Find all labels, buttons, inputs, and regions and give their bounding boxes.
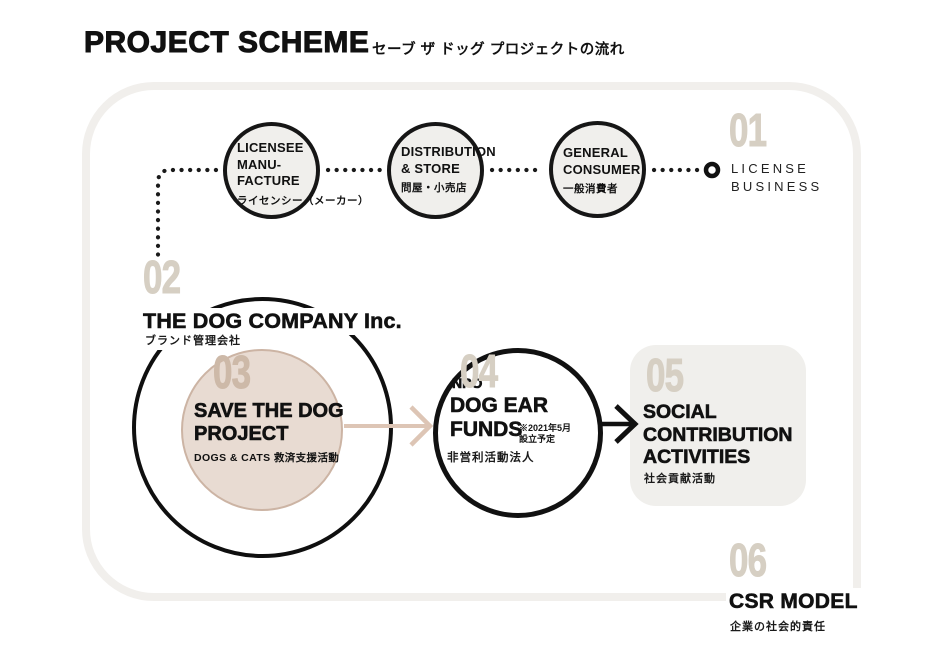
step-number-06: 06 (729, 534, 768, 586)
licensee-line2: MANU- (237, 156, 282, 172)
license-line: LICENSE (731, 161, 810, 176)
distribution-line2: & STORE (401, 160, 460, 176)
save-the-dog-project-circle: 03 SAVE THE DOG PROJECT DOGS & CATS 救済支援… (181, 346, 344, 511)
social-line3: ACTIVITIES (643, 446, 751, 469)
node-consumer-label: GENERAL CONSUMER 一般消費者 (563, 145, 640, 198)
npo-line1: DOG EAR (450, 394, 549, 418)
consumer-jp: 一般消費者 (563, 183, 618, 195)
npo-founding-note: ※2021年5月 設立予定 (519, 423, 571, 445)
node-licensee-manufacture: LICENSEE MANU- FACTURE ライセンシー（メーカー） (223, 122, 369, 219)
project-title: SAVE THE DOG PROJECT (194, 400, 344, 446)
page-title: PROJECT SCHEME (83, 26, 370, 60)
licensee-line1: LICENSEE (237, 140, 304, 155)
distribution-line1: DISTRIBUTION (401, 144, 496, 159)
npo-jp: 非営利活動法人 (447, 452, 535, 464)
social-title: SOCIAL CONTRIBUTION ACTIVITIES (643, 401, 793, 469)
licensee-line3: FACTURE (237, 173, 300, 188)
company-jp: ブランド管理会社 (145, 332, 244, 350)
csr-jp: 企業の社会的責任 (730, 621, 826, 633)
license-business-label: LICENSE BUSINESS (731, 160, 822, 195)
social-line1: SOCIAL (643, 401, 717, 424)
social-line2: CONTRIBUTION (643, 423, 793, 446)
node-licensee-label: LICENSEE MANU- FACTURE ライセンシー（メーカー） (237, 140, 369, 209)
consumer-line2: CONSUMER (563, 161, 641, 177)
node-distribution-store: DISTRIBUTION & STORE 問屋・小売店 (387, 122, 496, 219)
npo-note-line2: 設立予定 (519, 434, 556, 444)
social-contribution-box: 05 SOCIAL CONTRIBUTION ACTIVITIES 社会貢献活動 (630, 345, 806, 506)
npo-line2: FUNDS (450, 418, 523, 442)
project-caption: DOGS & CATS 救済支援活動 (194, 452, 340, 464)
step-number-02: 02 (143, 251, 182, 303)
business-line: BUSINESS (731, 178, 823, 194)
step-number-01: 01 (729, 104, 768, 156)
step-number-05: 05 (646, 349, 685, 401)
social-jp: 社会貢献活動 (644, 473, 716, 485)
project-line1: SAVE THE DOG (194, 400, 344, 423)
npo-org-type: NPO (452, 375, 483, 392)
consumer-line1: GENERAL (563, 145, 628, 160)
csr-model-name: CSR MODEL (726, 588, 866, 617)
npo-note-line1: ※2021年5月 (519, 423, 572, 433)
step-number-04: 04 (460, 345, 499, 397)
node-distribution-label: DISTRIBUTION & STORE 問屋・小売店 (401, 144, 496, 197)
page-subtitle-jp: セーブ ザ ドッグ プロジェクトの流れ (372, 42, 625, 58)
project-line2: PROJECT (194, 423, 289, 446)
step-number-03: 03 (213, 346, 252, 398)
distribution-jp: 問屋・小売店 (401, 182, 467, 194)
npo-dog-ear-funds-circle: 04 NPO DOG EAR FUNDS ※2021年5月 設立予定 非営利活動… (433, 348, 603, 518)
company-name: THE DOG COMPANY Inc. (141, 308, 406, 335)
npo-name: DOG EAR FUNDS (450, 394, 549, 442)
licensee-jp: ライセンシー（メーカー） (237, 194, 369, 207)
node-general-consumer: GENERAL CONSUMER 一般消費者 (549, 121, 646, 218)
scheme-frame (82, 82, 861, 601)
